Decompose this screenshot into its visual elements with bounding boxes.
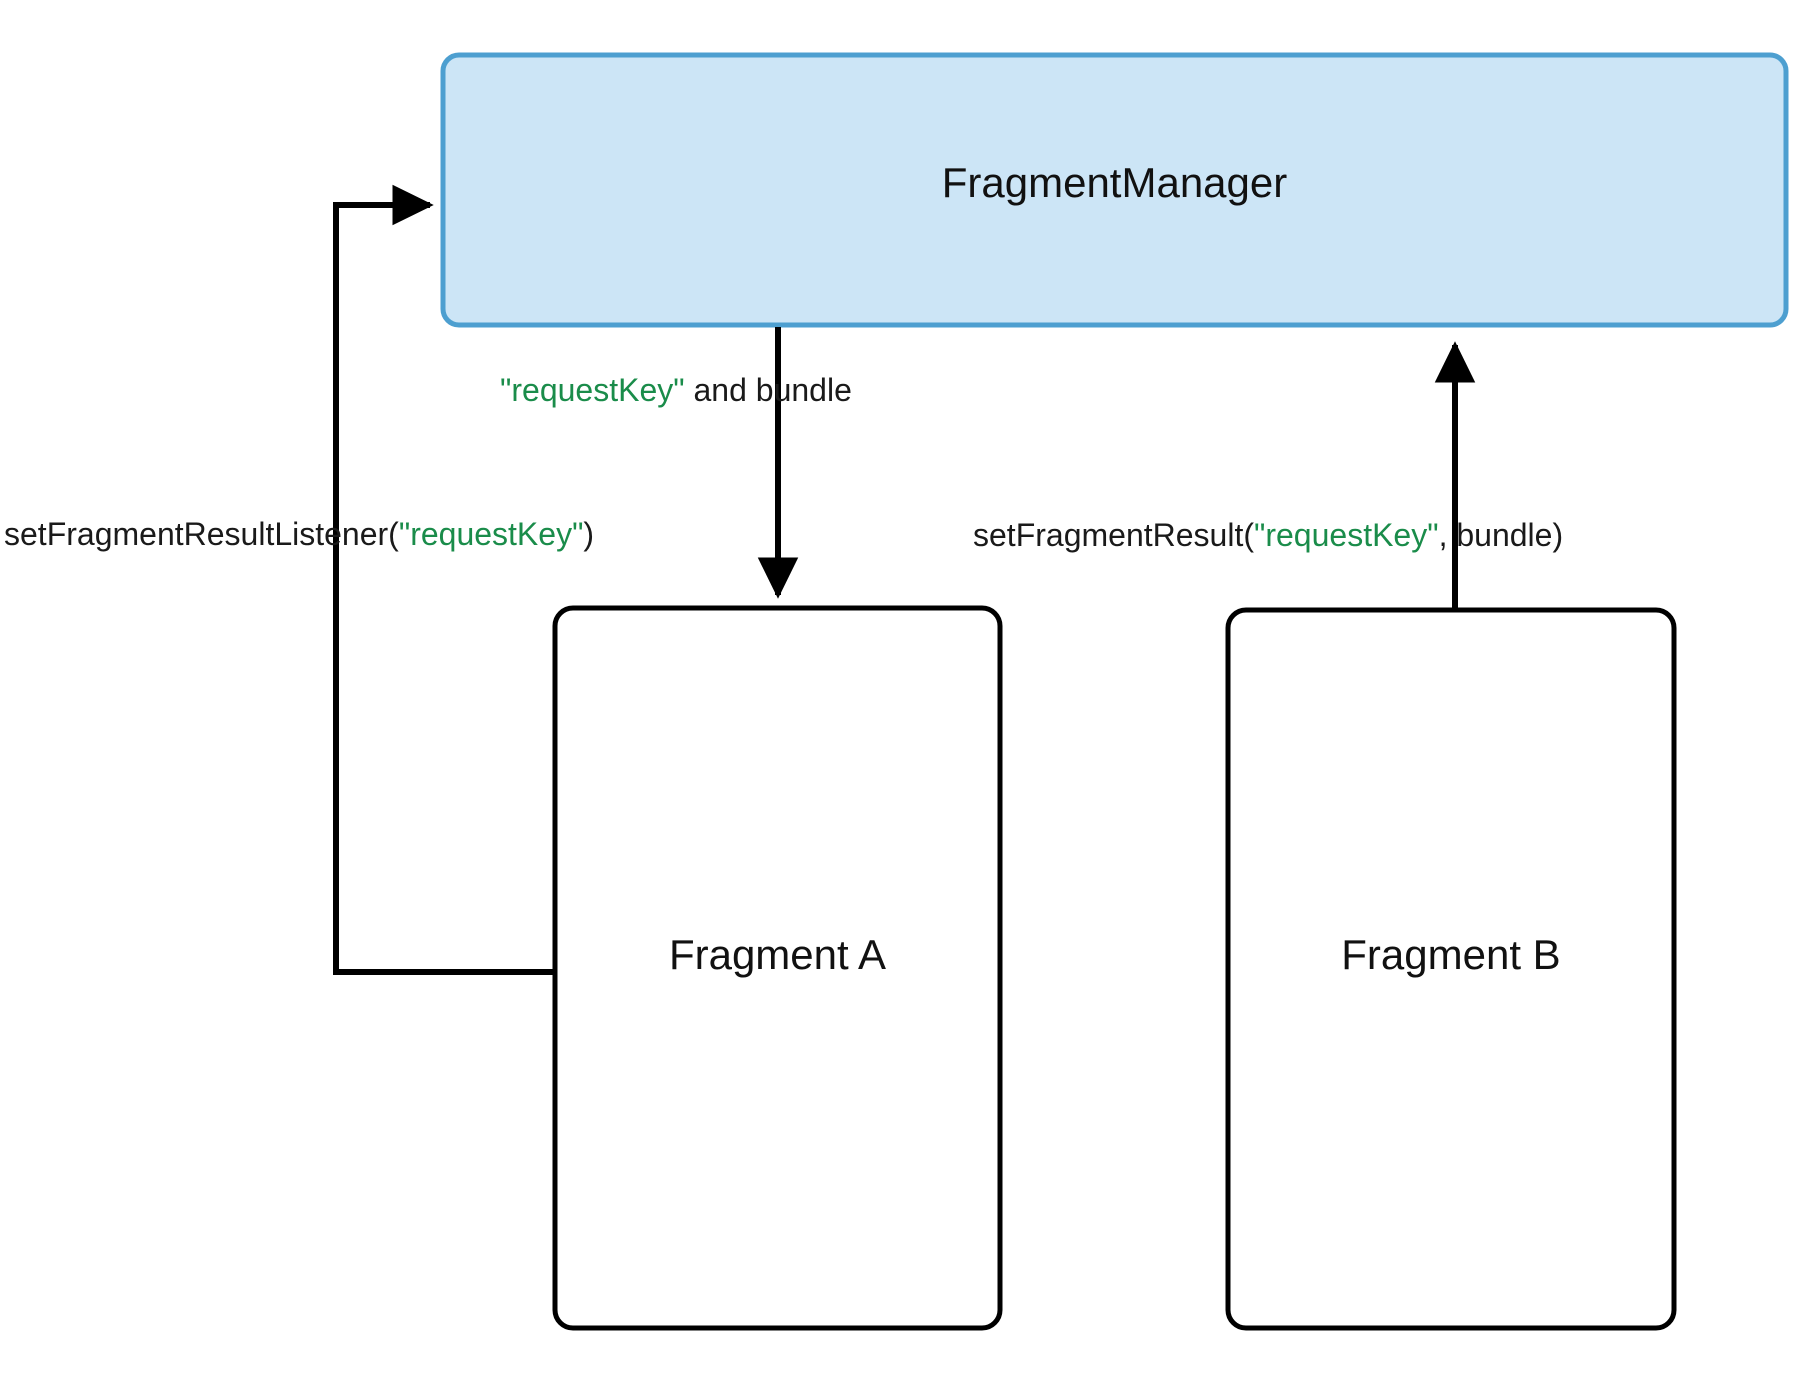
edge-set-result-label: setFragmentResult("requestKey", bundle) <box>973 519 1563 551</box>
edge-listener-label: setFragmentResultListener("requestKey") <box>4 518 594 550</box>
label-run: "requestKey" <box>1253 517 1439 553</box>
label-run: "requestKey" <box>500 372 685 408</box>
fragment-b-box[interactable] <box>1225 607 1677 1331</box>
fragment-a-label: Fragment A <box>668 931 887 978</box>
label-run: setFragmentResultListener( <box>4 516 399 552</box>
edge-listener-line <box>333 184 555 975</box>
label-run: ) <box>583 516 595 552</box>
fragment-manager-label: FragmentManager <box>941 159 1288 206</box>
edge-deliver-label: "requestKey" and bundle <box>500 374 852 406</box>
label-run: "requestKey" <box>398 516 584 552</box>
label-run: setFragmentResult( <box>973 517 1254 553</box>
fragment-a-box[interactable] <box>552 605 1003 1331</box>
fragment-b-label: Fragment B <box>1341 931 1561 978</box>
fragment-manager-box[interactable] <box>440 52 1789 328</box>
label-run: and bundle <box>684 372 852 408</box>
label-run: , bundle) <box>1438 517 1564 553</box>
